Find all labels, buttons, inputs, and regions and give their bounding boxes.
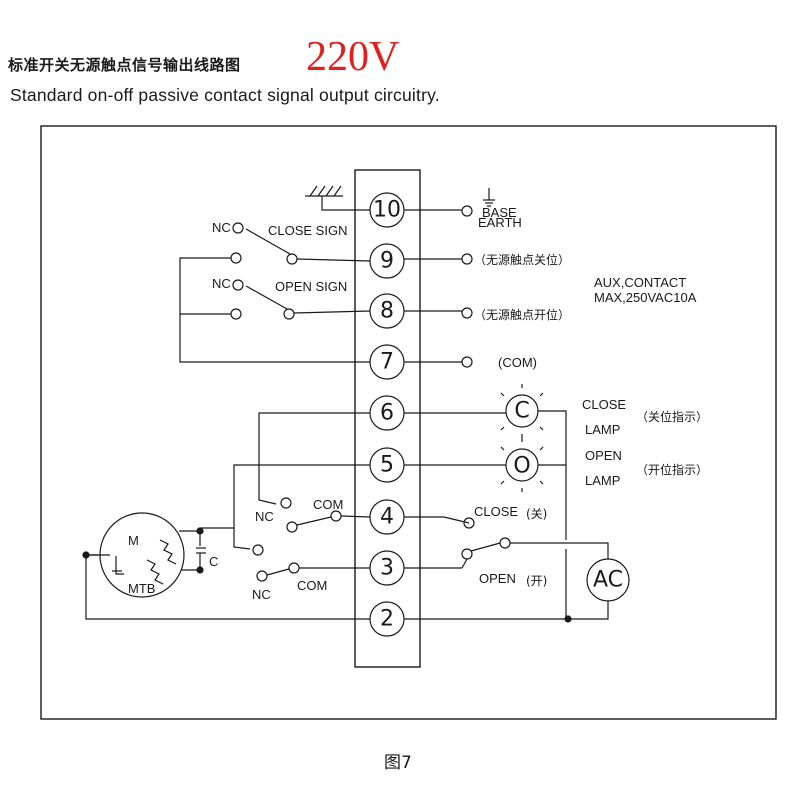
switch-3-arm bbox=[266, 568, 290, 576]
title-english: Standard on-off passive contact signal o… bbox=[10, 85, 440, 105]
aux-contact-label: AUX,CONTACT bbox=[594, 275, 686, 290]
open-lamp-cn-label: （开位指示） bbox=[636, 462, 708, 477]
mtb-label: MTB bbox=[128, 581, 155, 596]
close-lamp-icon: C bbox=[500, 384, 544, 438]
terminal-10-label: 10 bbox=[373, 198, 401, 223]
terminal-6: 6 bbox=[369, 395, 405, 431]
close-lamp-label-1: CLOSE bbox=[582, 397, 626, 412]
close-lamp-letter: C bbox=[514, 399, 529, 424]
close-switch-cn-label: (关) bbox=[526, 507, 547, 521]
com-3-label: COM bbox=[297, 578, 327, 593]
close-sign-switch-arm bbox=[245, 228, 291, 255]
terminal-9: 9 bbox=[369, 243, 405, 279]
terminal-5-label: 5 bbox=[380, 453, 394, 478]
terminal-strip bbox=[354, 169, 421, 668]
capacitor-icon bbox=[196, 547, 206, 554]
terminal-4: 4 bbox=[369, 499, 405, 535]
open-lamp-letter: O bbox=[513, 454, 530, 479]
nc-open-label: NC bbox=[212, 276, 231, 291]
title-voltage: 220V bbox=[306, 34, 400, 80]
open-switch-cn-label: (开) bbox=[526, 574, 547, 588]
close-lamp-cn-label: （关位指示） bbox=[636, 409, 708, 424]
terminal-5: 5 bbox=[369, 447, 405, 483]
terminal-9-label: 9 bbox=[380, 249, 394, 274]
aux-rating-label: MAX,250VAC10A bbox=[594, 290, 697, 305]
passive-open-label: （无源触点开位） bbox=[474, 307, 570, 322]
terminal-2: 2 bbox=[369, 601, 405, 637]
terminal-3-label: 3 bbox=[380, 556, 394, 581]
earth-label: EARTH bbox=[478, 215, 522, 230]
open-lamp-icon: O bbox=[500, 438, 544, 492]
terminal-8: 8 bbox=[369, 293, 405, 329]
capacitor-label: C bbox=[209, 554, 218, 569]
open-lamp-label-1: OPEN bbox=[585, 448, 622, 463]
motor-label: M bbox=[128, 533, 139, 548]
com7-label: (COM) bbox=[498, 355, 537, 370]
motor-icon: M MTB bbox=[99, 512, 185, 598]
terminal-10: 10 bbox=[369, 192, 405, 228]
terminal-8-label: 8 bbox=[380, 299, 394, 324]
ground-icon bbox=[305, 185, 343, 197]
terminal-4-label: 4 bbox=[380, 505, 394, 530]
open-sign-switch-arm bbox=[245, 285, 288, 310]
diagram-frame bbox=[40, 125, 777, 720]
close-lamp-label-2: LAMP bbox=[585, 422, 620, 437]
switch-4-arm bbox=[296, 516, 332, 526]
ac-source-icon: AC bbox=[586, 558, 630, 602]
nc-4-label: NC bbox=[255, 509, 274, 524]
title-chinese: 标准开关无源触点信号输出线路图 bbox=[8, 56, 241, 74]
open-lamp-label-2: LAMP bbox=[585, 473, 620, 488]
terminal-7-label: 7 bbox=[380, 350, 394, 375]
base-label: BASE bbox=[482, 205, 517, 220]
nc-close-label: NC bbox=[212, 220, 231, 235]
passive-close-label: （无源触点关位） bbox=[474, 252, 570, 267]
figure-caption: 图7 bbox=[384, 753, 412, 773]
com-4-label: COM bbox=[313, 497, 343, 512]
earth-icon bbox=[483, 188, 495, 207]
close-sign-label: CLOSE SIGN bbox=[268, 223, 347, 238]
open-sign-label: OPEN SIGN bbox=[275, 279, 347, 294]
terminal-3: 3 bbox=[369, 550, 405, 586]
close-switch-label: CLOSE bbox=[474, 504, 518, 519]
terminal-7: 7 bbox=[369, 344, 405, 380]
ac-source-label: AC bbox=[593, 568, 623, 593]
nc-3-label: NC bbox=[252, 587, 271, 602]
open-switch-arm bbox=[470, 542, 501, 552]
terminal-6-label: 6 bbox=[380, 401, 394, 426]
terminal-2-label: 2 bbox=[380, 607, 394, 632]
open-switch-label: OPEN bbox=[479, 571, 516, 586]
